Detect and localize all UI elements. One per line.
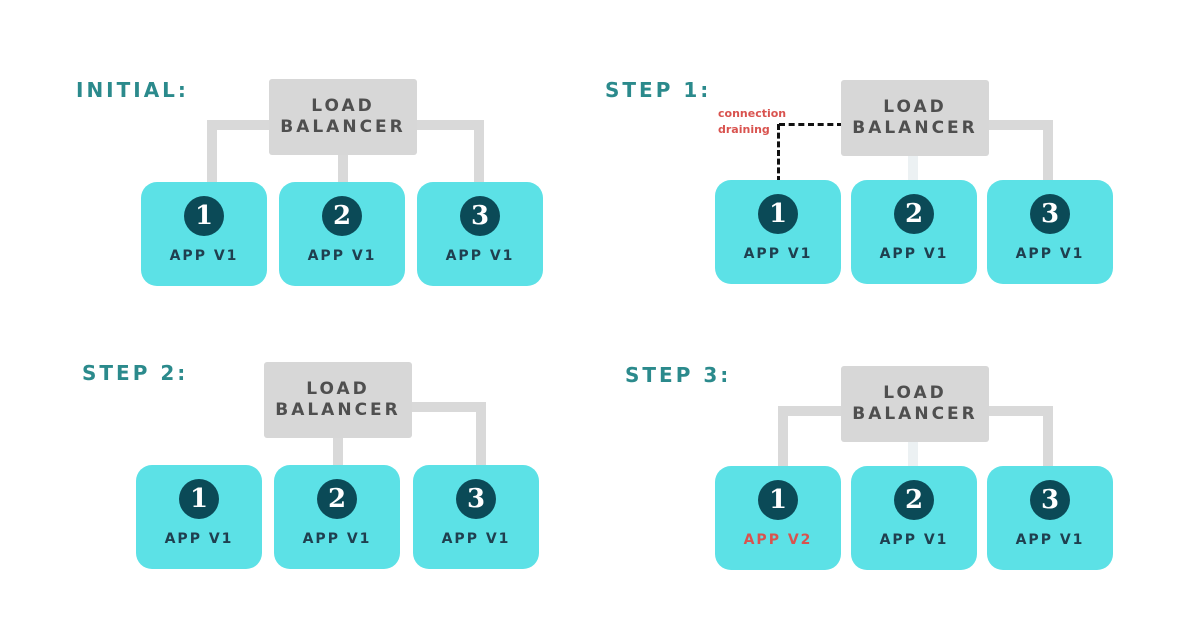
- connector-app-1: [207, 120, 217, 184]
- app-version-label: APP V1: [164, 531, 234, 547]
- app-server-3: 3 APP V1: [417, 182, 543, 286]
- load-balancer-label-line1: LOAD: [306, 379, 370, 399]
- number-badge: 1: [184, 196, 224, 236]
- app-version-label: APP V1: [445, 248, 515, 264]
- number-badge: 3: [1030, 194, 1070, 234]
- app-version-label: APP V1: [307, 248, 377, 264]
- load-balancer-label-line1: LOAD: [883, 97, 947, 117]
- connector-app-2: [908, 438, 918, 468]
- number-badge: 3: [1030, 480, 1070, 520]
- connector-app-3: [474, 120, 484, 184]
- load-balancer: LOAD BALANCER: [269, 79, 417, 155]
- app-version-label: APP V1: [743, 246, 813, 262]
- app-version-label: APP V1: [879, 246, 949, 262]
- app-version-label: APP V1: [441, 531, 511, 547]
- connector-app-3: [476, 402, 486, 466]
- load-balancer-label-line2: BALANCER: [852, 118, 978, 138]
- step-title: INITIAL:: [76, 78, 189, 102]
- number-badge: 1: [758, 480, 798, 520]
- connector-app-3: [1043, 120, 1053, 182]
- step-title: STEP 2:: [82, 361, 189, 385]
- app-version-label: APP V2: [743, 532, 813, 548]
- app-server-3: 3 APP V1: [413, 465, 539, 569]
- load-balancer-label-line1: LOAD: [311, 96, 375, 116]
- app-version-label: APP V1: [169, 248, 239, 264]
- app-server-3: 3 APP V1: [987, 466, 1113, 570]
- connector-app-1: [778, 406, 788, 468]
- load-balancer-label-line2: BALANCER: [275, 400, 401, 420]
- load-balancer-label-line2: BALANCER: [852, 404, 978, 424]
- draining-connector-vertical: [777, 124, 780, 182]
- number-badge: 1: [758, 194, 798, 234]
- load-balancer: LOAD BALANCER: [841, 80, 989, 156]
- connector-bus: [410, 402, 486, 412]
- step-title: STEP 1:: [605, 78, 712, 102]
- number-badge: 2: [894, 194, 934, 234]
- load-balancer-label-line1: LOAD: [883, 383, 947, 403]
- app-server-2: 2 APP V1: [851, 180, 977, 284]
- connection-draining-annotation: connection draining: [718, 107, 787, 136]
- number-badge: 1: [179, 479, 219, 519]
- connector-bus: [985, 120, 1053, 130]
- app-server-2: 2 APP V1: [851, 466, 977, 570]
- number-badge: 2: [317, 479, 357, 519]
- app-server-2: 2 APP V1: [279, 182, 405, 286]
- app-server-1: 1 APP V1: [136, 465, 262, 569]
- connector-app-2: [333, 436, 343, 466]
- number-badge: 2: [322, 196, 362, 236]
- number-badge: 3: [460, 196, 500, 236]
- connector-app-3: [1043, 406, 1053, 468]
- app-version-label: APP V1: [1015, 246, 1085, 262]
- load-balancer: LOAD BALANCER: [841, 366, 989, 442]
- step-title: STEP 3:: [625, 363, 732, 387]
- app-server-3: 3 APP V1: [987, 180, 1113, 284]
- app-server-2: 2 APP V1: [274, 465, 400, 569]
- number-badge: 3: [456, 479, 496, 519]
- app-server-1: 1 APP V1: [715, 180, 841, 284]
- load-balancer: LOAD BALANCER: [264, 362, 412, 438]
- app-server-1: 1 APP V1: [141, 182, 267, 286]
- app-version-label: APP V1: [302, 531, 372, 547]
- load-balancer-label-line2: BALANCER: [280, 117, 406, 137]
- number-badge: 2: [894, 480, 934, 520]
- connector-app-2: [338, 150, 348, 184]
- connector-app-2: [908, 150, 918, 182]
- app-version-label: APP V1: [1015, 532, 1085, 548]
- draining-connector-horizontal: [779, 123, 843, 126]
- app-version-label: APP V1: [879, 532, 949, 548]
- app-server-1: 1 APP V2: [715, 466, 841, 570]
